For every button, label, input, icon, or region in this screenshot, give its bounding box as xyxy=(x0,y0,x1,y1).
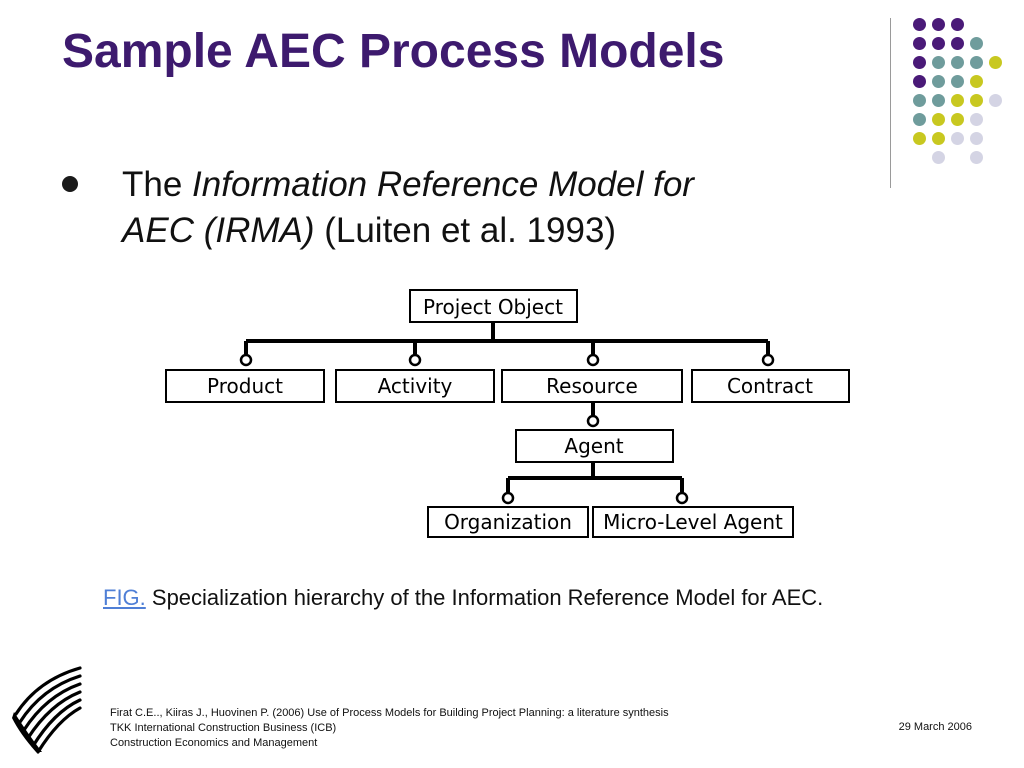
dot xyxy=(970,151,983,164)
node-label: Organization xyxy=(444,510,572,534)
dot xyxy=(932,18,945,31)
tkk-logo-icon xyxy=(12,666,82,754)
dot xyxy=(913,113,926,126)
dot xyxy=(913,18,926,31)
node-label: Micro-Level Agent xyxy=(603,510,783,534)
dot xyxy=(970,75,983,88)
dot xyxy=(970,113,983,126)
dot xyxy=(951,132,964,145)
dot xyxy=(951,94,964,107)
dot xyxy=(913,75,926,88)
connector-circle xyxy=(586,414,600,428)
connector-circle xyxy=(586,353,600,367)
figure-link[interactable]: FIG. xyxy=(103,585,146,610)
slide-title: Sample AEC Process Models xyxy=(62,25,725,78)
divider-line xyxy=(890,18,891,188)
dot xyxy=(913,132,926,145)
footer-date: 29 March 2006 xyxy=(898,721,972,733)
dot xyxy=(932,151,945,164)
dot xyxy=(989,94,1002,107)
node-label: Agent xyxy=(564,434,623,458)
dot xyxy=(951,56,964,69)
dot xyxy=(951,75,964,88)
node-micro-level-agent xyxy=(592,506,794,538)
connector-circle xyxy=(408,353,422,367)
dot xyxy=(970,94,983,107)
dot xyxy=(970,56,983,69)
bullet-text: The Information Reference Model for AEC … xyxy=(122,162,862,254)
connector-circle xyxy=(675,491,689,505)
connector-circle xyxy=(239,353,253,367)
node-label: Activity xyxy=(378,374,453,398)
dot xyxy=(932,75,945,88)
dot xyxy=(951,113,964,126)
bullet-prefix: The xyxy=(122,165,193,204)
dot xyxy=(989,56,1002,69)
irma-hierarchy-diagram: Project Object Product Activity Resource… xyxy=(165,289,850,538)
bullet-suffix: (Luiten et al. 1993) xyxy=(314,211,617,250)
caption-text: Specialization hierarchy of the Informat… xyxy=(145,585,824,610)
footer-text: Firat C.E.., Kiiras J., Huovinen P. (200… xyxy=(110,706,669,751)
node-label: Project Object xyxy=(423,295,563,319)
dot xyxy=(932,94,945,107)
node-project-object xyxy=(409,289,578,323)
dot xyxy=(932,132,945,145)
footer-department: Construction Economics and Management xyxy=(110,737,318,749)
node-activity xyxy=(335,369,495,403)
figure-caption: FIG. Specialization hierarchy of the Inf… xyxy=(103,585,823,611)
node-label: Product xyxy=(207,374,283,398)
node-resource xyxy=(501,369,683,403)
dot xyxy=(932,56,945,69)
dot xyxy=(970,132,983,145)
dot xyxy=(951,18,964,31)
connector-circle xyxy=(761,353,775,367)
node-agent xyxy=(515,429,674,463)
footer-institution: TKK International Construction Business … xyxy=(110,722,337,734)
node-organization xyxy=(427,506,589,538)
footer-citation: Firat C.E.., Kiiras J., Huovinen P. (200… xyxy=(110,707,669,719)
bullet-icon xyxy=(62,176,78,192)
node-contract xyxy=(691,369,850,403)
node-product xyxy=(165,369,325,403)
dot xyxy=(913,37,926,50)
dot xyxy=(970,37,983,50)
dot xyxy=(932,113,945,126)
bullet-italic-line1: Information Reference Model for xyxy=(192,165,694,204)
dot xyxy=(913,94,926,107)
bullet-italic-line2: AEC (IRMA) xyxy=(122,211,315,250)
dot xyxy=(951,37,964,50)
dot xyxy=(932,37,945,50)
connector-circle xyxy=(501,491,515,505)
node-label: Contract xyxy=(727,374,813,398)
decorative-dot-grid xyxy=(905,12,1015,172)
dot xyxy=(913,56,926,69)
node-label: Resource xyxy=(546,374,638,398)
